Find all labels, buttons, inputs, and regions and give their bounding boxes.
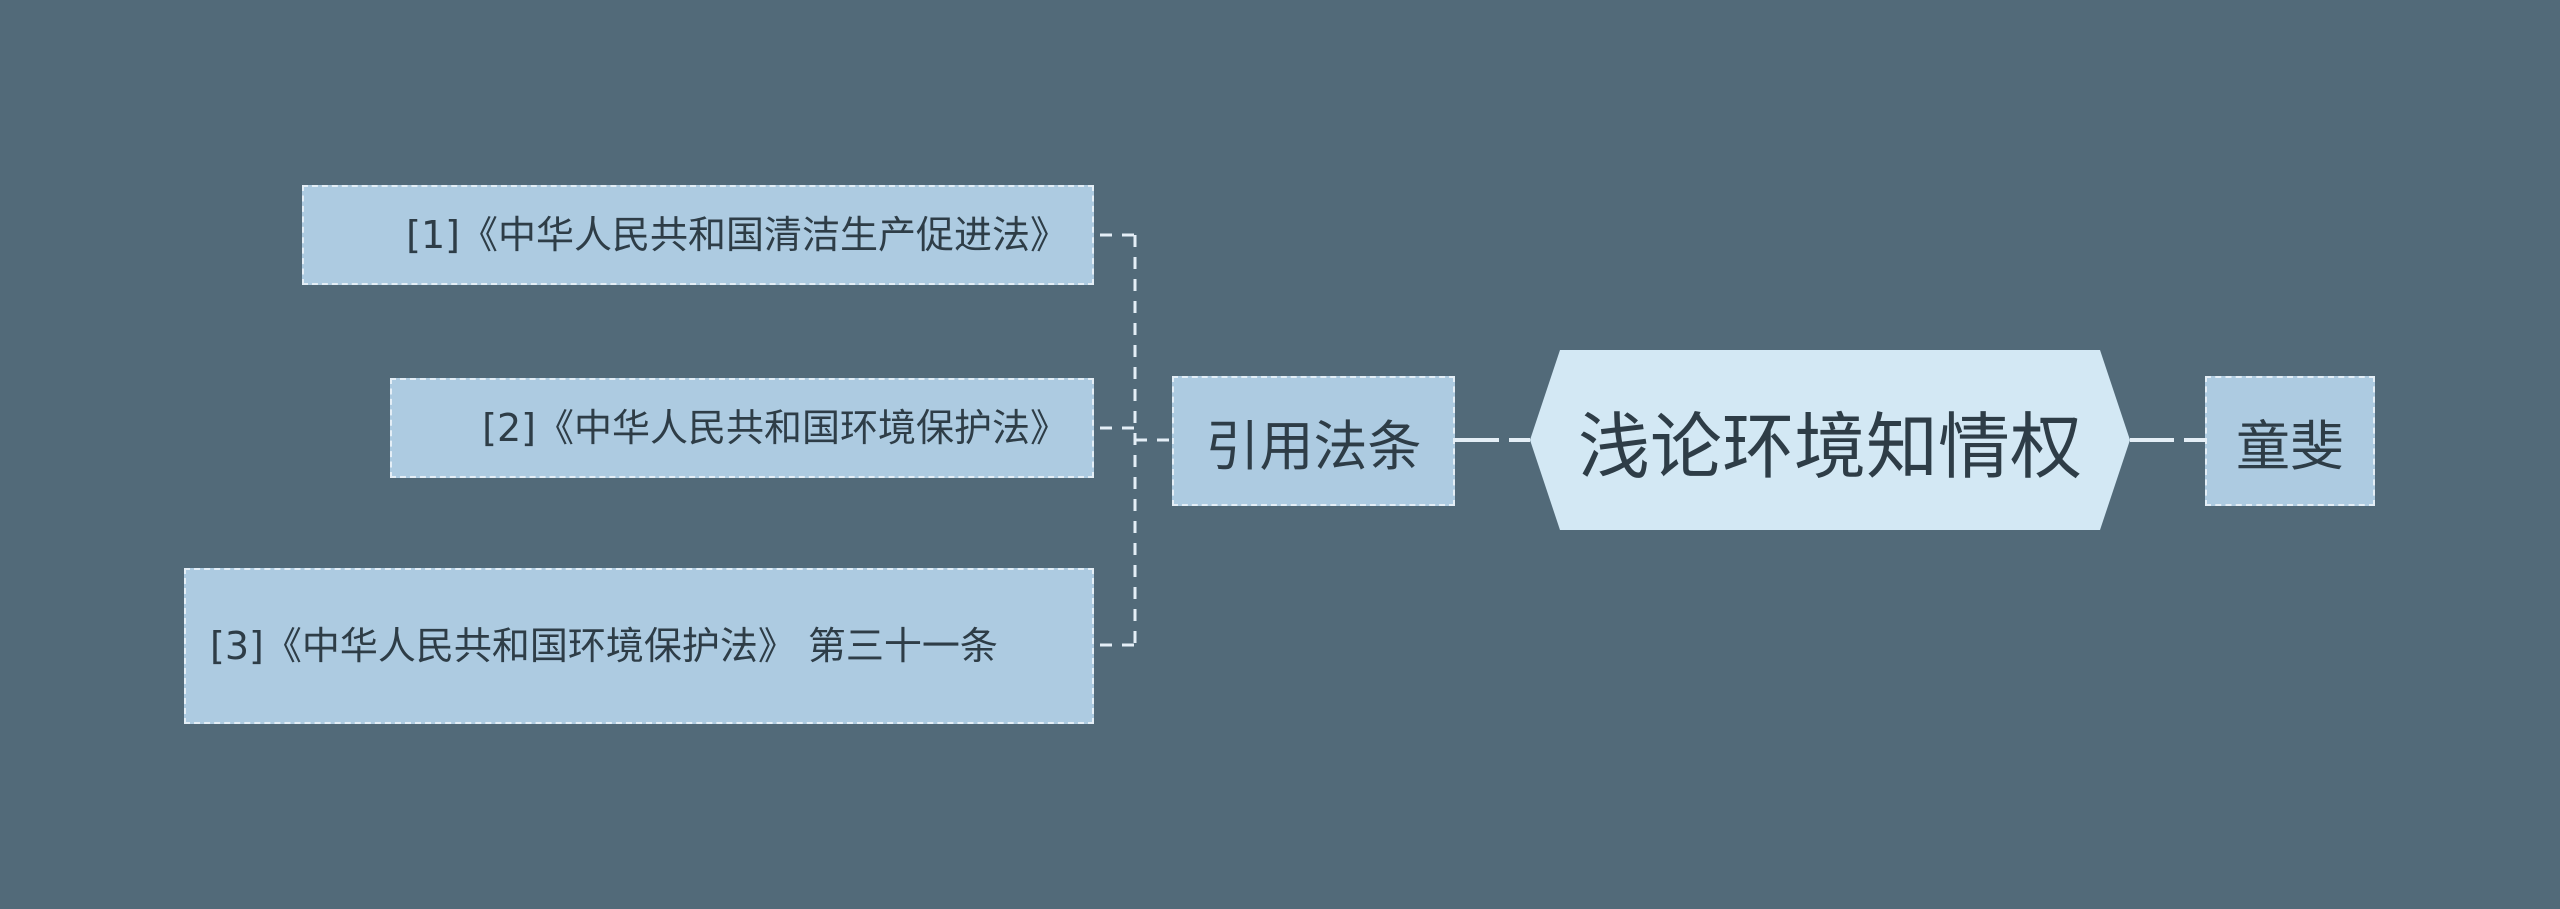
reference-label-2: [2]《中华人民共和国环境保护法》 xyxy=(482,406,1068,450)
author-label: 童斐 xyxy=(2236,414,2344,478)
reference-node-3[interactable]: [3]《中华人民共和国环境保护法》 第三十一条 xyxy=(184,568,1094,724)
reference-node-2[interactable]: [2]《中华人民共和国环境保护法》 xyxy=(390,378,1094,478)
branch-node-cited-laws[interactable]: 引用法条 xyxy=(1172,376,1455,506)
reference-node-1[interactable]: [1]《中华人民共和国清洁生产促进法》 xyxy=(302,185,1094,285)
reference-label-1: [1]《中华人民共和国清洁生产促进法》 xyxy=(406,213,1068,257)
root-label: 浅论环境知情权 xyxy=(1577,404,2082,489)
root-hexagon-shape xyxy=(1530,350,2130,530)
reference-label-3: [3]《中华人民共和国环境保护法》 第三十一条 xyxy=(210,624,998,668)
branch-label: 引用法条 xyxy=(1205,414,1422,478)
author-node[interactable]: 童斐 xyxy=(2205,376,2375,506)
root-node[interactable]: 浅论环境知情权 xyxy=(1530,350,2130,530)
